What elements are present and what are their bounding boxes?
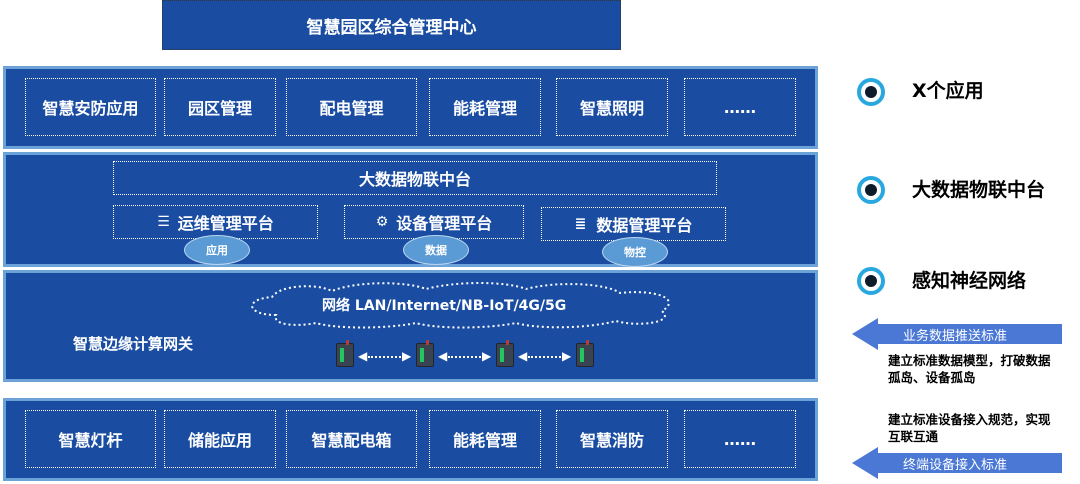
legend-platform: 大数据物联中台 bbox=[912, 179, 1046, 201]
upper-arrow-label: 业务数据推送标准 bbox=[903, 329, 1008, 344]
tag-data: 数据 bbox=[403, 235, 469, 265]
ops-platform-box[interactable]: ☰ 运维管理平台 bbox=[113, 205, 318, 239]
upper-note: 建立标准数据模型，打破数据孤岛、设备孤岛 bbox=[888, 353, 1051, 385]
link-arrow: ▶ bbox=[482, 349, 492, 363]
device-item-more[interactable]: …… bbox=[684, 410, 796, 468]
upper-arrow-icon bbox=[852, 318, 1062, 350]
device-item[interactable]: 智慧灯杆 bbox=[25, 410, 156, 468]
app-item[interactable]: 园区管理 bbox=[164, 78, 276, 136]
link-arrow: ◀ bbox=[438, 349, 448, 363]
lower-note: 建立标准设备接入规范，实现互联互通 bbox=[888, 412, 1051, 444]
gateway-device bbox=[416, 340, 434, 367]
app-item[interactable]: 智慧安防应用 bbox=[25, 78, 156, 136]
device-item[interactable]: 能耗管理 bbox=[429, 410, 541, 468]
app-item[interactable]: 配电管理 bbox=[286, 78, 417, 136]
link-arrow: ▶ bbox=[402, 349, 412, 363]
server-icon: ☰ bbox=[157, 214, 170, 230]
gateway-label: 智慧边缘计算网关 bbox=[73, 335, 194, 353]
platform-panel: 大数据物联中台 ☰ 运维管理平台 应用 ⚙ 设备管理平台 数据 ≣ 数据管理平台… bbox=[3, 152, 818, 267]
ops-platform-label: 运维管理平台 bbox=[177, 214, 274, 233]
app-item[interactable]: 智慧照明 bbox=[556, 78, 668, 136]
network-cloud bbox=[251, 282, 670, 329]
device-item[interactable]: 智慧消防 bbox=[556, 410, 668, 468]
link-arrow: ▶ bbox=[562, 349, 572, 363]
database-icon: ≣ bbox=[574, 216, 587, 232]
data-platform-box[interactable]: ≣ 数据管理平台 bbox=[541, 207, 726, 241]
tag-app: 应用 bbox=[184, 235, 250, 265]
app-item[interactable]: 能耗管理 bbox=[429, 78, 541, 136]
data-platform-label: 数据管理平台 bbox=[596, 216, 693, 235]
app-item-more[interactable]: …… bbox=[684, 78, 796, 136]
apps-panel: 智慧安防应用 园区管理 配电管理 能耗管理 智慧照明 …… bbox=[3, 66, 818, 149]
gateway-device bbox=[336, 340, 354, 367]
platform-title: 大数据物联中台 bbox=[113, 161, 717, 195]
device-platform-label: 设备管理平台 bbox=[396, 214, 493, 233]
device-platform-box[interactable]: ⚙ 设备管理平台 bbox=[344, 205, 524, 239]
device-item[interactable]: 储能应用 bbox=[164, 410, 276, 468]
link-arrow: ◀ bbox=[518, 349, 528, 363]
link-line bbox=[368, 356, 404, 358]
link-arrow: ◀ bbox=[358, 349, 368, 363]
network-label: 网络 LAN/Internet/NB-IoT/4G/5G bbox=[322, 298, 567, 314]
lower-arrow-icon bbox=[852, 447, 1062, 479]
link-line bbox=[448, 356, 484, 358]
legend-bullet-icon bbox=[857, 176, 885, 204]
gateway-device bbox=[576, 340, 594, 367]
legend-bullet-icon bbox=[857, 78, 885, 106]
link-line bbox=[528, 356, 564, 358]
legend-apps: X个应用 bbox=[912, 80, 984, 102]
gateway-device bbox=[496, 340, 514, 367]
center-title: 智慧园区综合管理中心 bbox=[162, 0, 621, 50]
legend-network: 感知神经网络 bbox=[912, 270, 1027, 292]
device-item[interactable]: 智慧配电箱 bbox=[286, 410, 417, 468]
legend-bullet-icon bbox=[857, 267, 885, 295]
tag-control: 物控 bbox=[602, 237, 668, 267]
lower-arrow-label: 终端设备接入标准 bbox=[903, 458, 1008, 473]
devices-panel: 智慧灯杆 储能应用 智慧配电箱 能耗管理 智慧消防 …… bbox=[3, 398, 818, 481]
network-panel: 网络 LAN/Internet/NB-IoT/4G/5G 智慧边缘计算网关 ◀ … bbox=[3, 270, 818, 382]
gears-icon: ⚙ bbox=[375, 214, 389, 230]
